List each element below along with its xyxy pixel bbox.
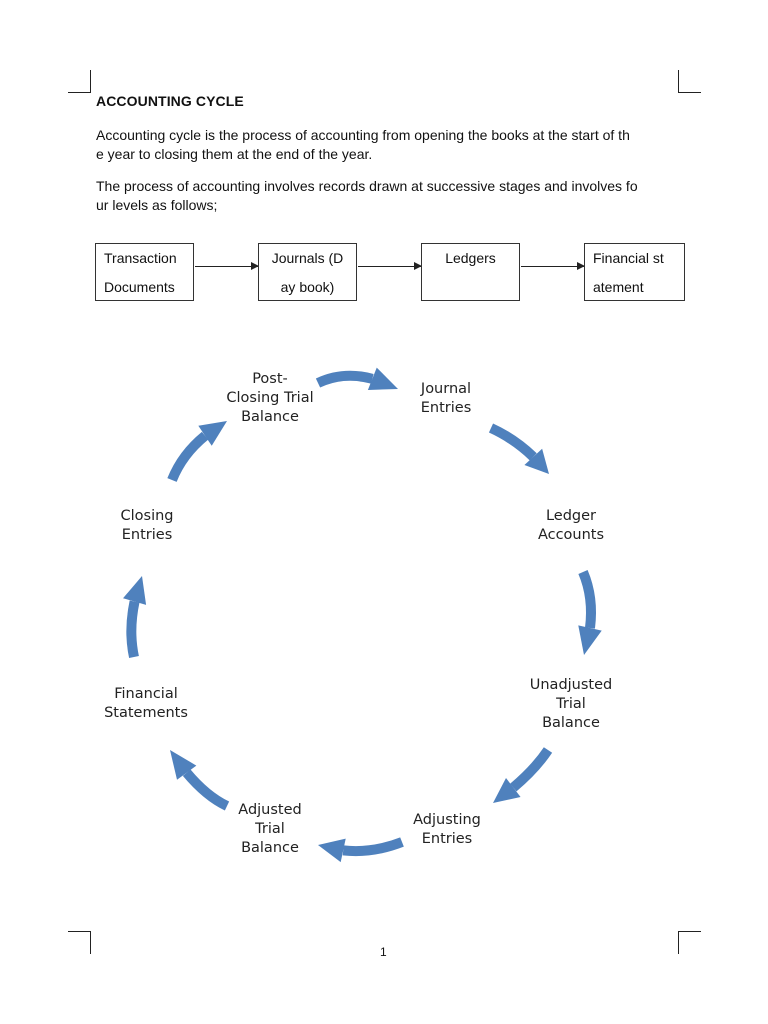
flow-arrow bbox=[358, 262, 422, 270]
cycle-arrow-shaft bbox=[488, 423, 537, 461]
cycle-arrow-head bbox=[493, 777, 521, 803]
stage-label-line: Closing bbox=[120, 508, 174, 524]
cycle-arrow-head bbox=[367, 367, 398, 390]
stage-label-line: Adjusting bbox=[413, 812, 481, 828]
cycle-arrow-head bbox=[198, 421, 227, 446]
stage-label-line: Journal bbox=[420, 381, 472, 397]
intro-line-1: Accounting cycle is the process of accou… bbox=[96, 127, 630, 143]
stage-label-line: Entries bbox=[121, 527, 173, 543]
accounting-cycle-diagram bbox=[123, 367, 602, 863]
flow-box-line: Transaction bbox=[104, 250, 177, 266]
flow-arrow bbox=[521, 262, 585, 270]
stage-label-line: Statements bbox=[104, 705, 188, 721]
stage-label-line: Balance bbox=[241, 840, 299, 856]
page-number: 1 bbox=[380, 945, 387, 959]
cycle-arrow-head bbox=[123, 576, 147, 605]
flow-box-line: Ledgers bbox=[445, 250, 496, 266]
crop-mark-top-right bbox=[678, 70, 701, 93]
cycle-arrow-shaft bbox=[167, 431, 209, 482]
intro-paragraph: Accounting cycle is the process of accou… bbox=[96, 126, 676, 164]
flow-box-line: Documents bbox=[104, 279, 175, 295]
stage-label-line: Adjusted bbox=[238, 802, 302, 818]
cycle-arrow-head bbox=[318, 838, 346, 863]
crop-mark-top-left bbox=[68, 70, 91, 93]
intro-line-2: e year to closing them at the end of the… bbox=[96, 146, 373, 162]
stage-label-line: Trial bbox=[255, 821, 285, 837]
cycle-arrow-shaft bbox=[315, 370, 374, 388]
flow-box-line: ay book) bbox=[280, 279, 335, 295]
flow-box-line: Journals (D bbox=[271, 250, 344, 266]
stage-label-line: Ledger bbox=[545, 508, 597, 524]
flow-box-transaction-documents: Transaction Documents bbox=[95, 243, 194, 301]
cycle-arrow-shaft bbox=[578, 570, 597, 629]
stage-label-line: Entries bbox=[420, 400, 472, 416]
stage-label-line: Entries bbox=[421, 831, 473, 847]
cycle-arrow-shaft bbox=[342, 837, 404, 857]
process-line-1: The process of accounting involves recor… bbox=[96, 178, 638, 194]
stage-label-line: Trial bbox=[556, 696, 586, 712]
flow-box-ledgers: Ledgers bbox=[421, 243, 520, 301]
process-paragraph: The process of accounting involves recor… bbox=[96, 177, 676, 215]
process-line-2: ur levels as follows; bbox=[96, 197, 218, 213]
stage-label-line: Post- bbox=[252, 371, 288, 387]
stage-label-line: Balance bbox=[542, 715, 600, 731]
crop-mark-bottom-right bbox=[678, 931, 701, 954]
flow-arrow bbox=[195, 262, 259, 270]
cycle-arrow-shaft bbox=[126, 600, 140, 659]
cycle-arrow-shaft bbox=[182, 769, 230, 811]
section-heading: ACCOUNTING CYCLE bbox=[96, 93, 244, 109]
flow-box-line: atement bbox=[593, 279, 644, 295]
stage-label-line: Financial bbox=[114, 686, 178, 702]
cycle-arrow-head bbox=[578, 625, 602, 655]
flow-box-line: Financial st bbox=[593, 250, 664, 266]
stage-label-line: Closing Trial bbox=[226, 390, 314, 406]
cycle-arrow-shaft bbox=[510, 747, 553, 792]
cycle-arrow-head bbox=[524, 448, 549, 474]
flow-box-journals: Journals (D ay book) bbox=[258, 243, 357, 301]
stage-label-line: Balance bbox=[241, 409, 299, 425]
flow-box-financial-statement: Financial st atement bbox=[584, 243, 685, 301]
stage-label-line: Unadjusted bbox=[529, 677, 613, 693]
crop-mark-bottom-left bbox=[68, 931, 91, 954]
stage-label-line: Accounts bbox=[537, 527, 605, 543]
cycle-arrow-head bbox=[170, 750, 197, 780]
